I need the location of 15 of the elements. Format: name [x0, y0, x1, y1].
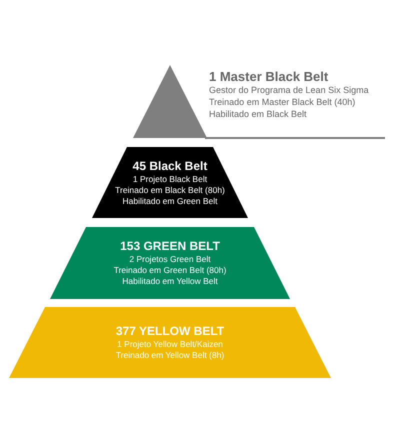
description-line: 1 Projeto Yellow Belt/Kaizen [116, 339, 224, 350]
description-line: Habilitado em Yellow Belt [121, 276, 219, 287]
description-line: Gestor do Programa de Lean Six Sigma [209, 84, 369, 96]
description-line: 1 Projeto Black Belt [132, 174, 208, 185]
description-line: 2 Projetos Green Belt [128, 254, 212, 265]
description-line: Treinado em Master Black Belt (40h) [209, 96, 356, 108]
description-line: Treinado em Yellow Belt (8h) [114, 350, 226, 361]
description-line: Treinado em Black Belt (80h) [114, 185, 226, 196]
description-line: Habilitado em Green Belt [122, 196, 218, 207]
description-line: Treinado em Green Belt (80h) [112, 265, 228, 276]
tier-heading: 45 Black Belt [132, 159, 208, 174]
description-line: Habilitado em Black Belt [209, 108, 308, 120]
level-heading: 1 Master Black Belt [209, 69, 330, 84]
tier-heading: 153 GREEN BELT [119, 239, 221, 254]
tier-heading: 377 YELLOW BELT [114, 324, 226, 339]
